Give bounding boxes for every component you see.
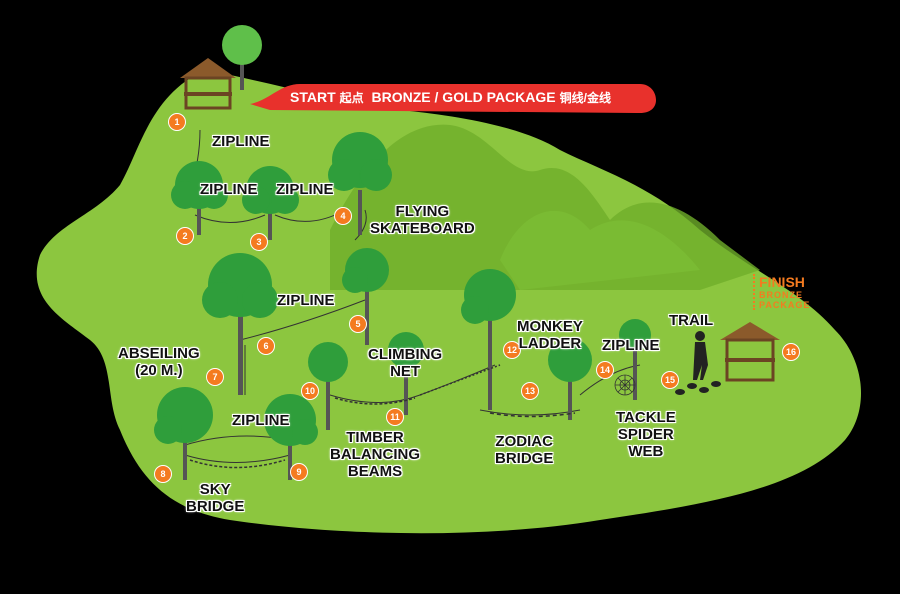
activity-label-line: CLIMBING <box>368 346 443 363</box>
activity-climbing-net: CLIMBING NET <box>368 346 442 380</box>
station-marker-11: 11 <box>386 408 404 426</box>
station-marker-6: 6 <box>257 337 275 355</box>
finish-hut <box>720 322 780 382</box>
station-marker-8: 8 <box>154 465 172 483</box>
station-marker-5: 5 <box>349 315 367 333</box>
activity-label-line: TIMBER <box>346 429 404 446</box>
activity-label-line: ZODIAC <box>495 433 553 450</box>
bridges <box>189 364 576 469</box>
trees <box>154 25 651 480</box>
activity-zipline-2: ZIPLINE <box>200 181 258 198</box>
activity-abseiling: ABSEILING (20 M.) <box>118 345 200 379</box>
activity-label-line: MONKEY <box>517 318 583 335</box>
station-marker-10: 10 <box>301 382 319 400</box>
activity-label-line: LADDER <box>518 335 582 352</box>
station-marker-7: 7 <box>206 368 224 386</box>
package-label-cn: 铜线/金线 <box>559 91 611 105</box>
activity-trail: TRAIL <box>669 312 714 329</box>
activity-timber-balancing-beams: TIMBER BALANCING BEAMS <box>330 429 420 480</box>
tree <box>154 387 213 480</box>
activity-label-line: NET <box>390 363 421 380</box>
tree <box>548 338 592 420</box>
activity-flying-skateboard: FLYING SKATEBOARD <box>370 203 475 237</box>
activity-zipline-3: ZIPLINE <box>276 181 334 198</box>
activity-zipline-6: ZIPLINE <box>232 412 290 429</box>
footprints <box>675 381 721 395</box>
station-marker-12: 12 <box>503 341 521 359</box>
activity-zipline-1: ZIPLINE <box>212 133 270 150</box>
activity-label-line: FLYING <box>395 203 450 220</box>
activity-label-line: BRIDGE <box>495 450 554 467</box>
activity-label-line: ABSEILING <box>118 345 200 362</box>
activity-label-line: BRIDGE <box>186 498 245 515</box>
station-marker-16: 16 <box>782 343 800 361</box>
start-label-cn: 起点 <box>339 91 364 105</box>
park-land <box>36 70 862 534</box>
package-label: BRONZE / GOLD PACKAGE <box>371 89 556 105</box>
tree <box>619 319 651 400</box>
activity-zipline-5: ZIPLINE <box>602 337 660 354</box>
tree <box>328 132 392 235</box>
activity-zipline-4: ZIPLINE <box>277 292 335 309</box>
station-marker-4: 4 <box>334 207 352 225</box>
station-marker-13: 13 <box>521 382 539 400</box>
tree <box>222 25 262 90</box>
finish-package-line2: PACKAGE <box>759 300 811 310</box>
activity-label-line: (20 M.) <box>135 362 183 379</box>
tree <box>342 248 389 345</box>
start-hut <box>180 58 236 110</box>
tree <box>264 394 318 480</box>
start-label: START <box>290 89 336 105</box>
finish-label: FINISH BRONZE PACKAGE <box>753 274 810 310</box>
station-marker-2: 2 <box>176 227 194 245</box>
activity-label-line: SKATEBOARD <box>370 220 475 237</box>
activity-label-line: BALANCING <box>330 446 420 463</box>
activity-label-line: BEAMS <box>347 463 403 480</box>
tree <box>388 332 424 415</box>
tree <box>461 269 516 410</box>
station-marker-1: 1 <box>168 113 186 131</box>
start-banner-shape <box>250 84 656 113</box>
hiker-figure <box>693 331 708 380</box>
tree <box>171 161 228 235</box>
finish-title: FINISH <box>759 274 805 290</box>
hills-front <box>500 210 700 290</box>
station-marker-15: 15 <box>661 371 679 389</box>
tree <box>308 342 348 430</box>
finish-package-line1: BRONZE <box>759 290 803 300</box>
station-marker-3: 3 <box>250 233 268 251</box>
activity-label-line: SPIDER <box>617 426 674 443</box>
activity-label-line: WEB <box>628 443 664 460</box>
tree <box>202 253 278 395</box>
activity-label-line: SKY <box>199 481 231 498</box>
tree <box>242 166 299 240</box>
activity-monkey-ladder: MONKEY LADDER <box>517 318 583 352</box>
activity-sky-bridge: SKY BRIDGE <box>186 481 244 515</box>
activity-label-line: TACKLE <box>616 409 676 426</box>
activity-tackle-spider-web: TACKLE SPIDER WEB <box>616 409 676 460</box>
spider-web <box>614 374 636 396</box>
station-marker-9: 9 <box>290 463 308 481</box>
activity-zodiac-bridge: ZODIAC BRIDGE <box>495 433 553 467</box>
station-marker-14: 14 <box>596 361 614 379</box>
